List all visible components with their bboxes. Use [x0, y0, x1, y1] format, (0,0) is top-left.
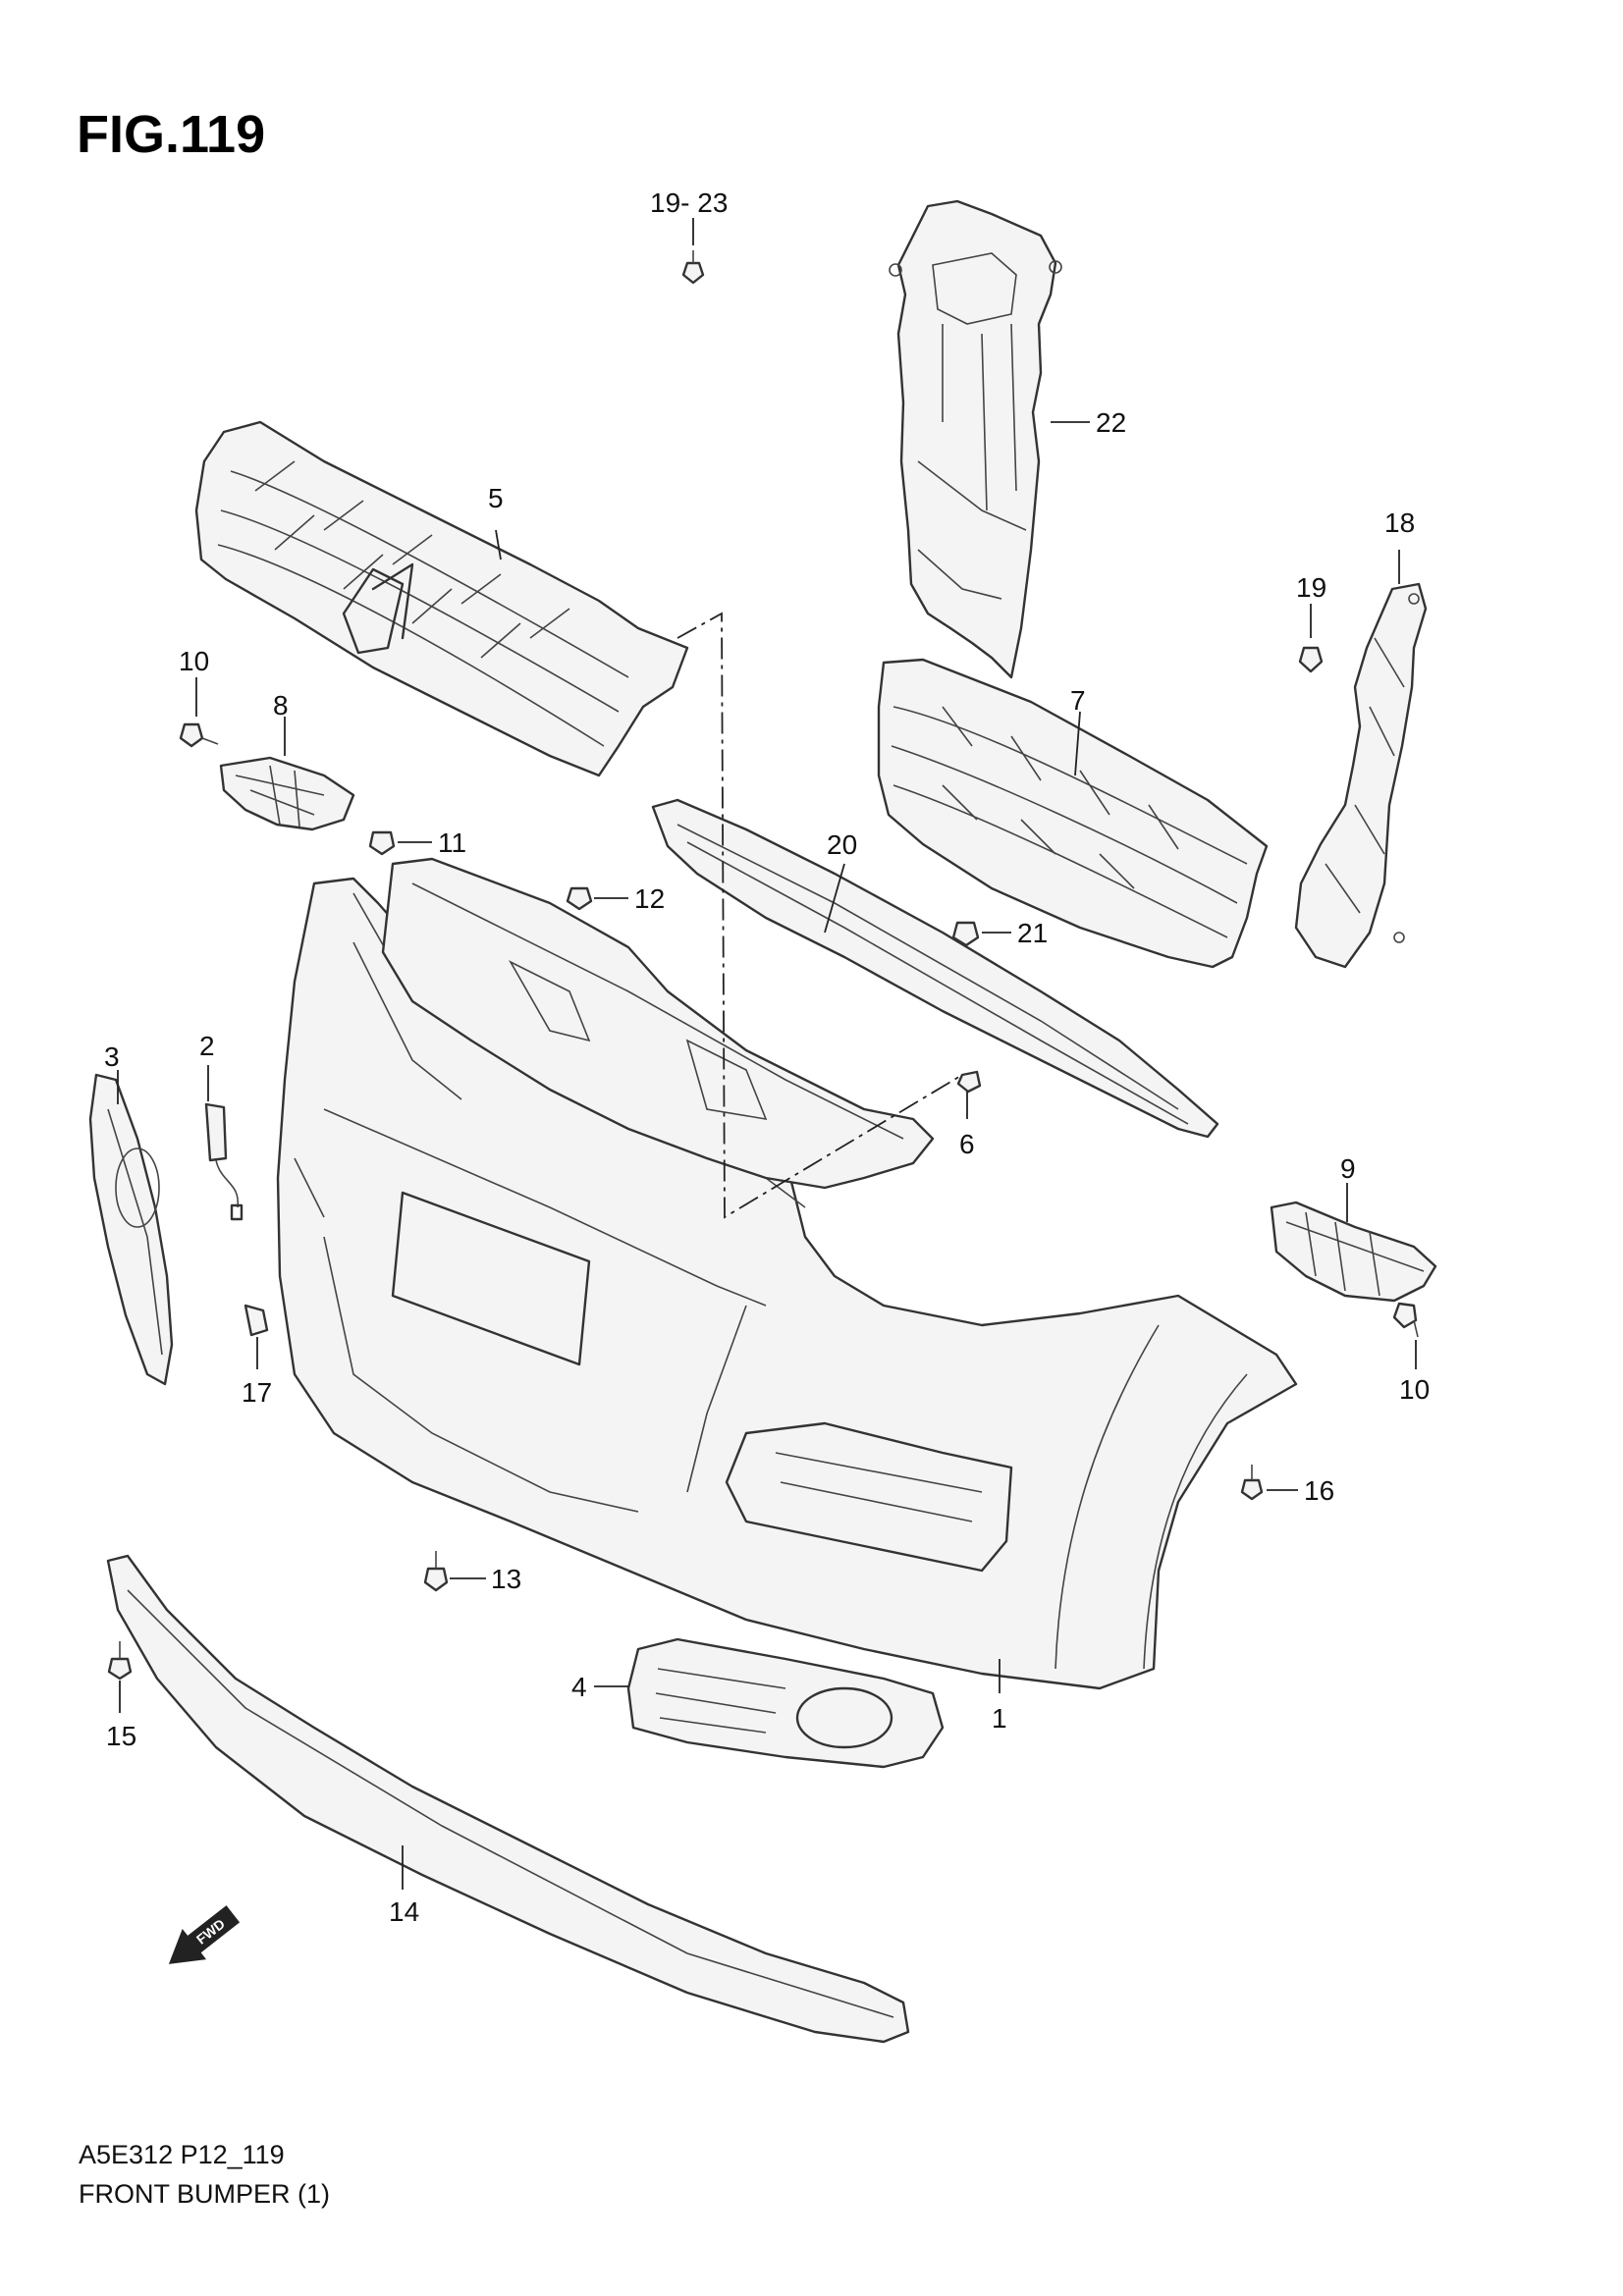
guide-line [676, 612, 963, 1219]
callout-17: 17 [242, 1377, 272, 1408]
part-1-bumper-cover [276, 877, 1298, 1690]
callout-21: 21 [1017, 918, 1048, 948]
part-14-lower-spoiler [106, 1554, 910, 2044]
callout-10-left: 10 [179, 646, 209, 676]
callout-22: 22 [1096, 407, 1126, 438]
callout-2: 2 [199, 1031, 215, 1061]
callout-16: 16 [1304, 1475, 1334, 1506]
fwd-arrow: FWD [168, 1905, 241, 1964]
part-8-bracket-left [219, 756, 355, 831]
upper-member [381, 857, 935, 1190]
callout-8: 8 [273, 690, 289, 721]
callout-13: 13 [491, 1564, 521, 1594]
diagram-caption: FRONT BUMPER (1) [79, 2179, 330, 2209]
callout-19: 19 [1296, 572, 1326, 603]
part-22-air-guide [889, 199, 1062, 679]
callout-18: 18 [1384, 507, 1415, 538]
fasteners [107, 250, 1419, 1681]
diagram-code: A5E312 P12_119 [79, 2140, 285, 2169]
callout-5: 5 [488, 483, 504, 513]
callout-labels: 19- 23 22 5 18 19 10 8 7 11 12 20 21 6 3… [104, 187, 1430, 1927]
callout-1: 1 [992, 1703, 1007, 1734]
callout-9: 9 [1340, 1153, 1356, 1184]
figure-title: FIG.119 [77, 105, 265, 164]
callout-15: 15 [106, 1721, 136, 1751]
part-17-clip [243, 1304, 269, 1337]
part-18-side-bracket [1294, 582, 1428, 969]
callout-12: 12 [634, 883, 665, 914]
part-5-upper-grille [194, 420, 689, 777]
part-7-lower-grille [877, 658, 1269, 969]
callout-19-23: 19- 23 [650, 187, 728, 218]
callout-14: 14 [389, 1896, 419, 1927]
callout-11: 11 [438, 828, 466, 858]
callout-10-right: 10 [1399, 1374, 1430, 1405]
callout-6: 6 [959, 1129, 975, 1159]
part-9-bracket-right [1270, 1201, 1437, 1303]
part-20-reinforcement [651, 798, 1219, 1139]
part-3-left-bracket [88, 1073, 174, 1386]
callout-3: 3 [104, 1041, 120, 1072]
leader-lines [117, 218, 1417, 1890]
callout-20: 20 [827, 829, 857, 860]
part-4-fog-bezel [626, 1637, 945, 1769]
callout-7: 7 [1070, 685, 1086, 716]
callout-4: 4 [571, 1672, 587, 1702]
part-2-sensor [204, 1102, 243, 1221]
